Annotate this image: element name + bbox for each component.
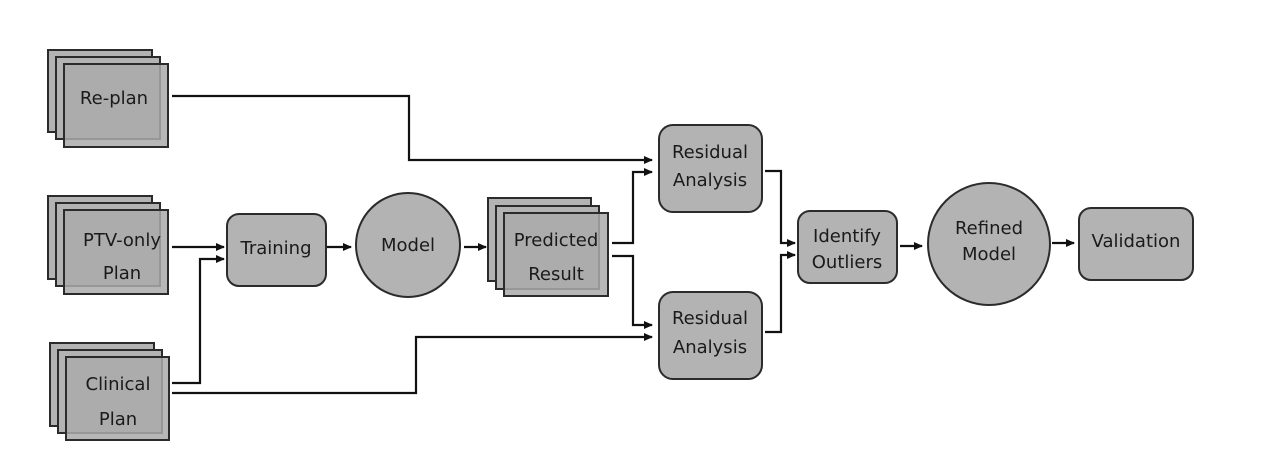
node-identify-outliers: Identify Outliers [797,210,898,284]
edge-predicted-to-residual-bottom [612,254,653,329]
node-residual-top-label-line2: Analysis [673,170,747,191]
node-refined-label-line1: Refined [955,218,1023,239]
node-clinical-plan: Clinical Plan [49,342,170,441]
node-ptv-only-label-line1: PTV-only [83,230,161,251]
node-residual-analysis-bottom: Residual Analysis [658,291,763,380]
node-clinical-label-line2: Plan [99,409,137,430]
node-residual-bottom-label-line1: Residual [672,308,748,329]
node-validation-label: Validation [1092,231,1181,252]
node-model: Model [355,192,461,298]
node-predicted-label-line2: Result [528,264,584,285]
node-ptv-only-plan: PTV-only Plan [47,195,169,295]
node-predicted-result: Predicted Result [487,197,609,297]
node-replan: Re-plan [47,49,169,148]
node-residual-bottom-label-line2: Analysis [673,337,747,358]
edge-residual-bottom-to-outliers [765,251,796,334]
node-clinical-label-line1: Clinical [86,374,151,395]
edge-predicted-to-residual-top [612,168,653,245]
node-training-label: Training [239,238,311,259]
node-refined-label-line2: Model [962,244,1016,265]
edge-residual-top-to-outliers [765,169,796,247]
edge-replan-to-residual-top [172,94,653,164]
node-residual-analysis-top: Residual Analysis [658,124,763,213]
node-model-label: Model [381,235,435,256]
node-refined-model: Refined Model [927,182,1051,306]
node-replan-label: Re-plan [80,88,148,109]
node-predicted-label-line1: Predicted [514,230,599,251]
node-outliers-label-line1: Identify [813,226,881,247]
node-ptv-only-label-line2: Plan [103,263,141,284]
node-outliers-label-line2: Outliers [812,252,883,273]
connectors [172,94,1075,395]
edge-clinical-to-training [172,255,225,385]
node-residual-top-label-line1: Residual [672,142,748,163]
node-training: Training [226,213,327,287]
edge-clinical-to-residual-bottom [172,333,653,395]
node-validation: Validation [1078,207,1194,281]
